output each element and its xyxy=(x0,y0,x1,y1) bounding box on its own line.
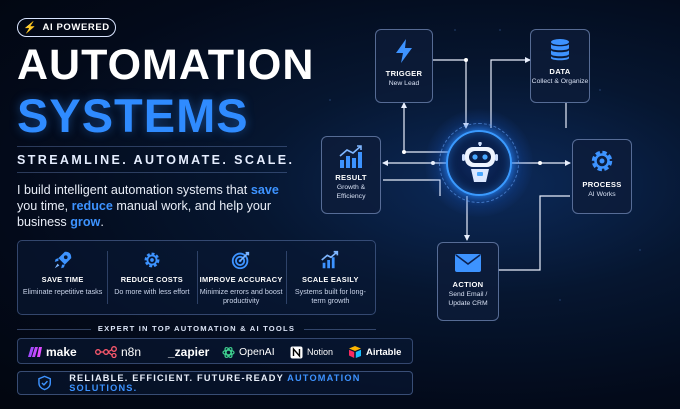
make-logo xyxy=(28,347,42,357)
rocket-icon xyxy=(54,251,71,269)
node-data: DATA Collect & Organize xyxy=(530,29,590,103)
title-line-1: AUTOMATION xyxy=(17,41,315,89)
bar-chart-icon xyxy=(339,145,362,168)
tool-make: make xyxy=(28,339,77,365)
tool-airtable: Airtable xyxy=(348,339,401,365)
node-result: RESULT Growth & Efficiency xyxy=(321,136,381,214)
footer-text: RELIABLE. EFFICIENT. FUTURE-READY AUTOMA… xyxy=(69,373,412,393)
footer-text-highlight: AUTOMATION SOLUTIONS. xyxy=(69,373,361,393)
tool-label: _zapier xyxy=(168,345,210,359)
openai-logo xyxy=(222,346,235,359)
target-icon xyxy=(231,251,250,270)
robot-icon xyxy=(462,142,498,182)
title-line-2: SYSTEMS xyxy=(17,89,249,142)
tool-openai: OpenAI xyxy=(222,339,275,365)
highlight-reduce: reduce xyxy=(71,199,113,213)
tool-zapier: _zapier xyxy=(164,339,209,365)
benefit-title: SCALE EASILY xyxy=(302,275,359,284)
badge-label: AI POWERED xyxy=(42,22,110,33)
tool-notion: Notion xyxy=(290,339,333,365)
benefit-improve-accuracy: IMPROVE ACCURACY Minimize errors and boo… xyxy=(196,241,286,314)
tool-n8n: n8n xyxy=(95,339,141,365)
benefit-sub: Systems built for long-term growth xyxy=(294,287,366,305)
envelope-icon xyxy=(455,254,481,272)
description-text: manual work, and help your business xyxy=(17,199,272,229)
node-process: PROCESS AI Works xyxy=(572,139,632,214)
highlight-grow: grow xyxy=(70,215,101,229)
tool-label: OpenAI xyxy=(239,346,275,358)
lightning-icon: ⚡ xyxy=(23,22,38,34)
n8n-logo xyxy=(95,346,117,358)
node-action: ACTION Send Email / Update CRM xyxy=(437,242,499,321)
hub-ring xyxy=(446,130,512,196)
node-title: DATA xyxy=(549,67,571,76)
benefit-sub: Minimize errors and boost productivity xyxy=(199,287,283,305)
tagline: STREAMLINE. AUTOMATE. SCALE. xyxy=(17,153,295,167)
tool-label: make xyxy=(46,345,77,359)
tool-label: Airtable xyxy=(366,346,402,358)
gear-icon xyxy=(144,252,160,268)
node-trigger: TRIGGER New Lead xyxy=(375,29,433,103)
ai-powered-badge: ⚡ AI POWERED xyxy=(17,18,116,37)
tool-label: n8n xyxy=(121,345,142,359)
node-sub: Collect & Organize xyxy=(531,78,589,85)
benefit-title: IMPROVE ACCURACY xyxy=(199,275,283,284)
node-title: ACTION xyxy=(452,280,484,289)
node-sub: AI Works xyxy=(588,191,616,198)
description-text: you time, xyxy=(17,199,72,213)
benefit-sub: Eliminate repetitive tasks xyxy=(22,287,103,296)
airtable-logo xyxy=(348,346,362,358)
divider xyxy=(17,146,287,147)
node-sub: Growth & Efficiency xyxy=(336,184,366,200)
benefit-save-time: SAVE TIME Eliminate repetitive tasks xyxy=(18,241,107,314)
benefit-reduce-costs: REDUCE COSTS Do more with less effort xyxy=(107,241,196,314)
benefit-title: REDUCE COSTS xyxy=(120,275,184,284)
node-sub: Send Email / Update CRM xyxy=(448,291,488,307)
benefit-title: SAVE TIME xyxy=(41,275,84,284)
highlight-save: save xyxy=(250,183,279,197)
lightning-icon xyxy=(396,39,412,63)
node-title: RESULT xyxy=(335,173,367,182)
benefit-sub: Do more with less effort xyxy=(114,287,190,296)
node-title: PROCESS xyxy=(582,180,622,189)
footer-text-main: RELIABLE. EFFICIENT. FUTURE-READY xyxy=(69,373,288,383)
node-title: TRIGGER xyxy=(385,69,423,78)
divider xyxy=(17,329,91,330)
benefit-scale-easily: SCALE EASILY Systems built for long-term… xyxy=(285,241,375,314)
description-text: I build intelligent automation systems t… xyxy=(17,183,251,197)
notion-logo xyxy=(290,346,303,359)
expert-label: EXPERT IN TOP AUTOMATION & AI TOOLS xyxy=(97,324,296,333)
tools-row: make n8n _zapier OpenAI Notion Airtable xyxy=(17,338,413,364)
shield-check-icon xyxy=(38,375,51,391)
description: I build intelligent automation systems t… xyxy=(17,182,287,230)
gear-icon xyxy=(591,150,613,172)
benefits-panel: SAVE TIME Eliminate repetitive tasks RED… xyxy=(17,240,376,315)
divider xyxy=(304,329,376,330)
description-text: . xyxy=(100,215,104,229)
node-sub: New Lead xyxy=(388,80,420,87)
divider xyxy=(17,172,287,173)
tool-label: Notion xyxy=(307,347,334,357)
footer-banner: RELIABLE. EFFICIENT. FUTURE-READY AUTOMA… xyxy=(17,371,413,395)
database-icon xyxy=(551,39,569,61)
growth-chart-icon xyxy=(321,250,339,269)
hub-outer-ring xyxy=(439,123,519,203)
